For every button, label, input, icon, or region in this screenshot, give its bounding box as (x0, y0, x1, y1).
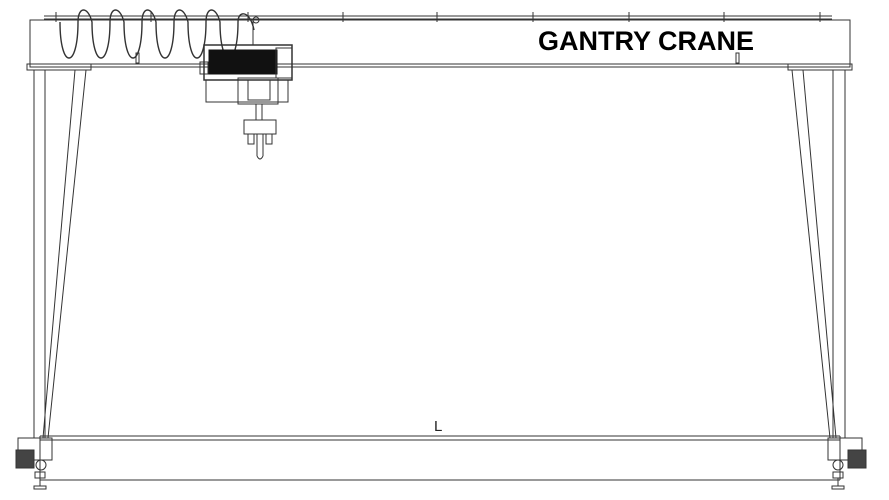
span-dimension (40, 436, 840, 480)
left-leg (34, 70, 86, 438)
hoist-trolley (200, 17, 292, 159)
left-end-carriage (16, 438, 52, 489)
festoon-track (44, 12, 832, 22)
drawing-title: GANTRY CRANE (538, 26, 755, 56)
main-girder (27, 20, 852, 70)
right-leg (792, 70, 845, 438)
festoon-cable (60, 10, 254, 58)
right-end-carriage (828, 438, 866, 489)
span-label: L (434, 418, 443, 435)
